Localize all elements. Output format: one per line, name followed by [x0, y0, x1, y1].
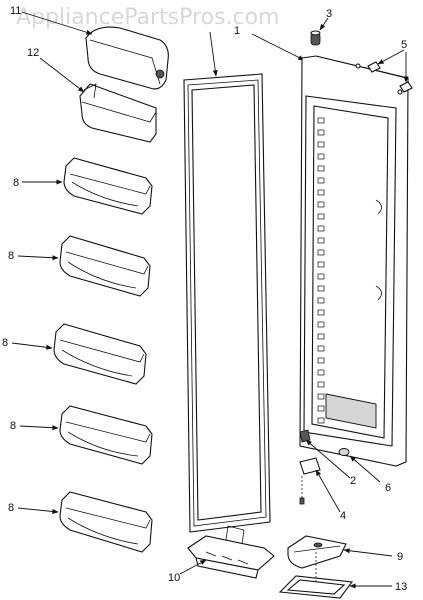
rib-dot — [317, 357, 325, 364]
rib-dot — [317, 129, 325, 136]
rib-dot — [317, 393, 325, 400]
rib-dot — [317, 201, 325, 208]
door-liner-rib-dots — [317, 117, 325, 424]
part-door-hinge[interactable] — [299, 457, 321, 505]
leader-line-12 — [39, 57, 85, 93]
rib-dot — [317, 405, 325, 412]
leader-line-6 — [349, 455, 381, 483]
leader-line-8d — [19, 425, 59, 431]
callout-6: 6 — [385, 482, 391, 494]
rib-dot — [317, 381, 325, 388]
part-butter-cover[interactable] — [287, 535, 347, 569]
door-bin-5[interactable] — [59, 491, 153, 553]
leader-line-1a — [209, 31, 218, 77]
callout-8d: 8 — [10, 420, 16, 432]
part-dairy-bin[interactable] — [79, 83, 157, 143]
watermark-text: AppliancePartsPros.com — [16, 5, 280, 30]
rib-dot — [317, 213, 325, 220]
callout-9: 9 — [397, 551, 403, 563]
callout-13: 13 — [395, 581, 407, 593]
rib-dot — [317, 417, 325, 424]
rib-dot — [317, 297, 325, 304]
rib-dot — [317, 273, 325, 280]
callout-3: 3 — [326, 8, 332, 20]
rib-dot — [317, 117, 325, 124]
callout-5: 5 — [401, 39, 407, 51]
rib-dot — [317, 285, 325, 292]
leader-line-9 — [343, 548, 393, 557]
part-ice-caddy[interactable] — [187, 525, 275, 579]
callout-8b: 8 — [8, 250, 14, 262]
callout-8e: 8 — [8, 502, 14, 514]
rib-dot — [317, 165, 325, 172]
leader-line-8e — [17, 507, 59, 514]
leader-line-11 — [21, 11, 93, 35]
leader-line-4 — [315, 469, 341, 513]
rib-dot — [317, 261, 325, 268]
rib-dot — [317, 309, 325, 316]
callout-1: 1 — [234, 25, 240, 37]
rib-dot — [317, 237, 325, 244]
rib-dot — [317, 369, 325, 376]
door-bin-2[interactable] — [59, 235, 151, 297]
callout-12: 12 — [27, 47, 39, 59]
leader-line-2 — [305, 439, 351, 479]
part-door-gasket[interactable] — [183, 73, 271, 533]
rib-dot — [317, 177, 325, 184]
part-dairy-door[interactable] — [85, 26, 169, 90]
part-screws[interactable] — [367, 61, 413, 93]
part-hinge-pin-cap[interactable] — [338, 448, 350, 456]
leader-line-5a — [377, 49, 405, 65]
callout-8c: 8 — [2, 337, 8, 349]
rib-dot — [317, 333, 325, 340]
door-bin-1[interactable] — [63, 157, 153, 215]
leader-line-3 — [319, 17, 329, 31]
leader-line-8b — [17, 255, 59, 261]
rib-dot — [317, 345, 325, 352]
door-bin-3[interactable] — [53, 323, 147, 385]
callout-4: 4 — [340, 510, 346, 522]
leader-line-1b — [251, 33, 305, 61]
rib-dot — [317, 189, 325, 196]
rib-dot — [317, 141, 325, 148]
leader-line-8c — [11, 342, 53, 350]
rib-dot — [317, 249, 325, 256]
part-hinge-cap[interactable] — [310, 30, 321, 46]
part-door-stop[interactable] — [299, 429, 311, 443]
rib-dot — [317, 225, 325, 232]
rib-dot — [317, 321, 325, 328]
callout-10: 10 — [168, 572, 180, 584]
part-butter-tray[interactable] — [278, 552, 354, 599]
part-door-assembly[interactable] — [299, 55, 409, 467]
callout-8a: 8 — [13, 177, 19, 189]
rib-dot — [317, 153, 325, 160]
callout-2: 2 — [350, 475, 356, 487]
callout-11: 11 — [10, 5, 21, 17]
door-bin-4[interactable] — [59, 405, 153, 465]
leader-line-10 — [179, 559, 207, 575]
